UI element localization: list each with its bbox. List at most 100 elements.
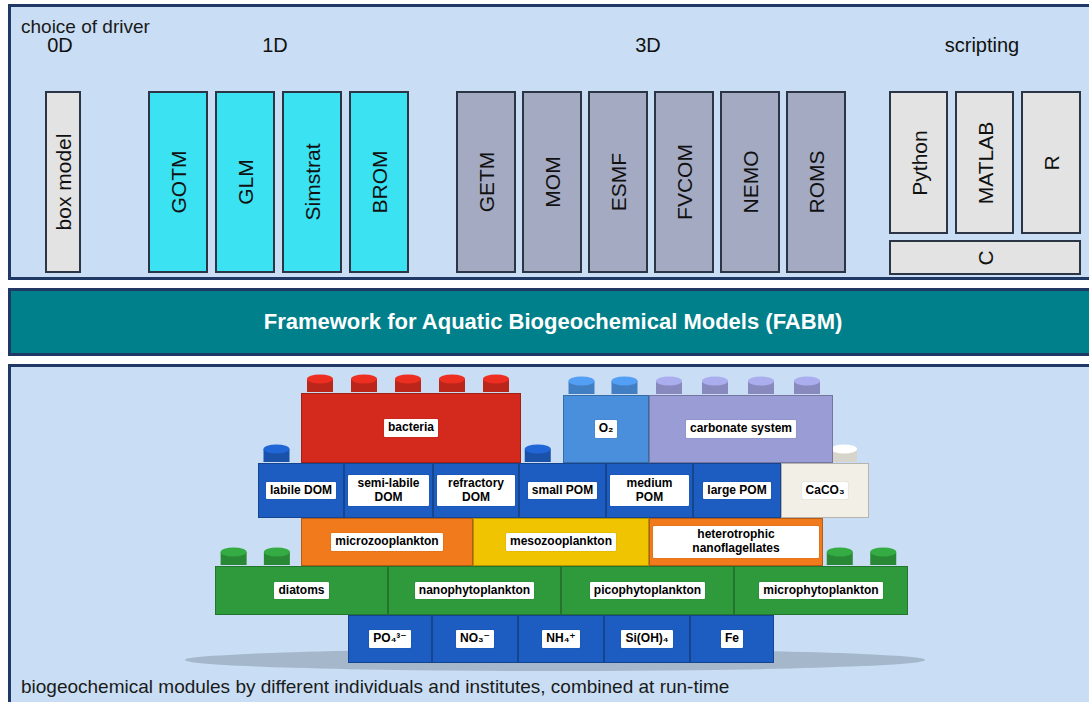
driver-box: Python <box>889 91 948 234</box>
lego-brick: NH₄⁺ <box>518 615 604 663</box>
brick-label: CaCO₃ <box>802 482 849 500</box>
box-label: ROMS <box>806 151 827 214</box>
brick-label: mesozooplankton <box>506 533 616 551</box>
box-label: C <box>975 250 996 265</box>
group-label: scripting <box>945 34 1019 57</box>
brick-label: heterotrophic nanoflagellates <box>653 526 819 558</box>
lego-brick: heterotrophic nanoflagellates <box>649 518 823 566</box>
box-label: R <box>1041 155 1062 170</box>
lego-stud <box>264 445 290 463</box>
driver-panel: choice of driver box model GOTM GLM Simstrat… <box>8 4 1089 280</box>
lego-stud <box>221 548 247 566</box>
box-label: GLM <box>235 159 256 205</box>
lego-stud <box>656 377 682 395</box>
lego-brick: microphytoplankton <box>734 566 908 615</box>
box-label: ESMF <box>608 153 629 211</box>
driver-box: FVCOM <box>654 91 714 273</box>
driver-box: MOM <box>522 91 582 273</box>
brick-label: semi-labile DOM <box>348 475 429 507</box>
brick-label: small POM <box>528 482 597 500</box>
band-title: Framework for Aquatic Biogeochemical Mod… <box>264 309 843 335</box>
brick-label: refractory DOM <box>437 475 515 507</box>
group-label: 1D <box>262 34 288 57</box>
brick-label: microphytoplankton <box>759 582 882 600</box>
box-label: Simstrat <box>302 143 323 220</box>
brick-label: microzooplankton <box>331 533 442 551</box>
lego-brick: nanophytoplankton <box>388 566 561 615</box>
driver-box: ESMF <box>588 91 648 273</box>
lego-brick: bacteria <box>301 393 521 463</box>
lego-stud <box>483 375 509 393</box>
lego-stud <box>870 548 896 566</box>
panel-heading: choice of driver <box>21 16 150 38</box>
brick-label: labile DOM <box>266 482 336 500</box>
lego-brick: refractory DOM <box>433 463 519 518</box>
driver-box: box model <box>45 91 81 273</box>
brick-label: Si(OH)₄ <box>621 630 672 648</box>
brick-label: O₂ <box>595 420 618 438</box>
box-label: GETM <box>476 152 497 213</box>
lego-stud <box>569 377 595 395</box>
brick-label: NH₄⁺ <box>542 630 579 648</box>
box-label: MATLAB <box>974 121 995 203</box>
box-label: MOM <box>542 156 563 207</box>
brick-label: carbonate system <box>686 420 796 438</box>
driver-box: ROMS <box>786 91 846 273</box>
lego-stud <box>395 375 421 393</box>
brick-label: NO₃⁻ <box>456 630 494 648</box>
lego-stud <box>525 445 551 463</box>
brick-label: Fe <box>721 630 743 648</box>
driver-box: Simstrat <box>282 91 342 273</box>
driver-box: GETM <box>456 91 516 273</box>
brick-label: bacteria <box>384 419 438 437</box>
box-label: BROM <box>369 151 390 214</box>
brick-label: PO₄³⁻ <box>369 630 410 648</box>
caption-text: biogeochemical modules by different indi… <box>21 676 729 698</box>
lego-stud <box>748 377 774 395</box>
box-label: GOTM <box>168 151 189 214</box>
lego-brick: diatoms <box>215 566 388 615</box>
lego-brick: CaCO₃ <box>781 463 869 518</box>
group-label: 0D <box>47 34 73 57</box>
lego-brick: Si(OH)₄ <box>604 615 690 663</box>
box-label: box model <box>53 134 74 231</box>
lego-brick: picophytoplankton <box>561 566 734 615</box>
brick-label: large POM <box>703 482 770 500</box>
lego-stud <box>794 377 820 395</box>
lego-brick: semi-labile DOM <box>344 463 433 518</box>
box-label: FVCOM <box>674 144 695 220</box>
lego-stud <box>831 445 857 463</box>
lego-stud <box>702 377 728 395</box>
lego-stud <box>351 375 377 393</box>
driver-box: MATLAB <box>955 91 1014 234</box>
lego-stud <box>264 548 290 566</box>
brick-label: picophytoplankton <box>590 582 705 600</box>
lego-stud <box>307 375 333 393</box>
lego-brick: small POM <box>519 463 606 518</box>
brick-label: diatoms <box>274 582 328 600</box>
lego-brick: large POM <box>693 463 781 518</box>
box-label: Python <box>908 130 929 195</box>
lego-brick: medium POM <box>606 463 693 518</box>
lego-stud <box>439 375 465 393</box>
brick-label: medium POM <box>610 475 689 507</box>
driver-box: GOTM <box>148 91 208 273</box>
group-label: 3D <box>635 34 661 57</box>
box-label: NEMO <box>740 151 761 214</box>
lego-brick: PO₄³⁻ <box>348 615 432 663</box>
lego-brick: mesozooplankton <box>473 518 649 566</box>
brick-label: nanophytoplankton <box>415 582 534 600</box>
module-panel: biogeochemical modules by different indi… <box>8 364 1089 702</box>
lego-brick: O₂ <box>563 395 649 463</box>
driver-box: GLM <box>215 91 275 273</box>
driver-box: NEMO <box>720 91 780 273</box>
lego-brick: labile DOM <box>258 463 344 518</box>
lego-brick: carbonate system <box>649 395 833 463</box>
lego-brick: microzooplankton <box>301 518 473 566</box>
framework-band: Framework for Aquatic Biogeochemical Mod… <box>8 288 1089 356</box>
driver-box: BROM <box>349 91 409 273</box>
driver-box: R <box>1021 91 1081 234</box>
lego-stud <box>827 548 853 566</box>
lego-stud <box>612 377 638 395</box>
